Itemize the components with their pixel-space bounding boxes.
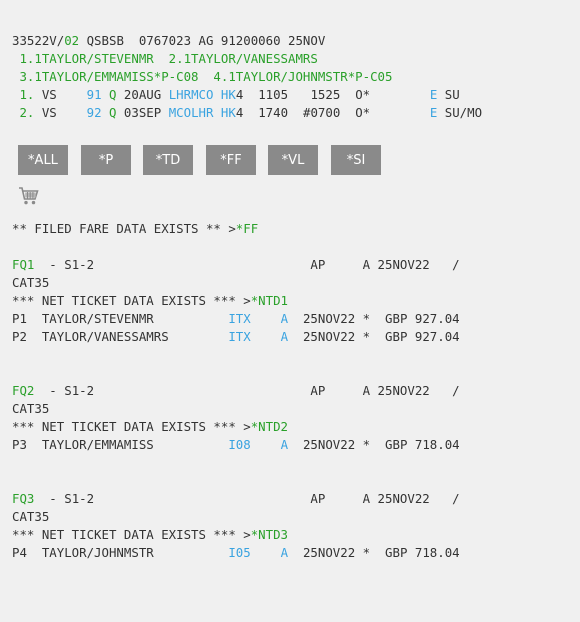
spacer [258, 545, 280, 560]
record-details: QSBSB 0767023 AG 91200060 25NOV [79, 33, 326, 48]
fare-amount: 25NOV22 * GBP 927.04 [288, 329, 460, 344]
fare-quote-header: FQ1 - S1-2 AP A 25NOV22 / [12, 256, 460, 274]
ff-button[interactable]: *FF [206, 145, 256, 175]
net-ticket-notice: *** NET TICKET DATA EXISTS *** >*NTD3 [12, 526, 288, 544]
segment-airline: VS [34, 87, 72, 102]
fare-category: CAT35 [12, 509, 50, 524]
spacer [258, 329, 280, 344]
segment-flight[interactable]: 92 [71, 105, 102, 120]
fare-amount: 25NOV22 * GBP 718.04 [288, 545, 460, 560]
spacer [258, 311, 280, 326]
filed-fare-notice: ** FILED FARE DATA EXISTS ** >*FF [12, 220, 258, 238]
fare-passenger: P4 TAYLOR/JOHNMSTR [12, 545, 229, 560]
fare-type[interactable]: A [280, 545, 289, 560]
record-locator: 33522V/ [12, 33, 65, 48]
segment-eticket[interactable]: E [429, 105, 438, 120]
fare-code[interactable]: ITX [228, 311, 259, 326]
segment-status[interactable]: HK [213, 105, 236, 120]
segment-times: 4 1105 1525 O* [235, 87, 430, 102]
fare-quote-details: - S1-2 AP A 25NOV22 / [34, 257, 460, 272]
shopping-cart-icon[interactable] [18, 185, 40, 207]
segment-days: SU [437, 87, 460, 102]
net-ticket-notice: *** NET TICKET DATA EXISTS *** >*NTD2 [12, 418, 288, 436]
fare-quote-id[interactable]: FQ3 [12, 491, 35, 506]
si-button[interactable]: *SI [331, 145, 381, 175]
segment-line: 1. VS 91 Q 20AUG LHRMCO HK4 1105 1525 O*… [12, 86, 460, 104]
fare-quote-details: - S1-2 AP A 25NOV22 / [34, 491, 460, 506]
record-header: 33522V/02 QSBSB 0767023 AG 91200060 25NO… [12, 32, 325, 50]
fare-type[interactable]: A [280, 437, 289, 452]
all-button[interactable]: *ALL [18, 145, 68, 175]
fare-code[interactable]: I08 [228, 437, 259, 452]
fare-type[interactable]: A [280, 311, 289, 326]
fare-category: CAT35 [12, 401, 50, 416]
net-ticket-link[interactable]: *NTD3 [250, 527, 289, 542]
fare-type[interactable]: A [280, 329, 289, 344]
segment-class[interactable]: Q [101, 87, 117, 102]
net-ticket-text: *** NET TICKET DATA EXISTS *** > [12, 419, 251, 434]
fare-quote-details: - S1-2 AP A 25NOV22 / [34, 383, 460, 398]
segment-route[interactable]: MCOLHR [168, 105, 214, 120]
segment-eticket[interactable]: E [429, 87, 438, 102]
segment-number[interactable]: 2. [12, 105, 35, 120]
passenger-line[interactable]: 1.1TAYLOR/STEVENMR 2.1TAYLOR/VANESSAMRS [12, 51, 318, 66]
fare-quote-id[interactable]: FQ1 [12, 257, 35, 272]
net-ticket-text: *** NET TICKET DATA EXISTS *** > [12, 293, 251, 308]
fare-passenger: P3 TAYLOR/EMMAMISS [12, 437, 229, 452]
fare-amount: 25NOV22 * GBP 927.04 [288, 311, 460, 326]
td-button[interactable]: *TD [143, 145, 193, 175]
passenger-line[interactable]: 3.1TAYLOR/EMMAMISS*P-C08 4.1TAYLOR/JOHNM… [12, 69, 393, 84]
fare-code[interactable]: I05 [228, 545, 259, 560]
vl-button[interactable]: *VL [268, 145, 318, 175]
fare-passenger-row: P2 TAYLOR/VANESSAMRS ITX A 25NOV22 * GBP… [12, 328, 460, 346]
fare-quote-id[interactable]: FQ2 [12, 383, 35, 398]
segment-times: 4 1740 #0700 O* [235, 105, 430, 120]
segment-line: 2. VS 92 Q 03SEP MCOLHR HK4 1740 #0700 O… [12, 104, 482, 122]
fare-quote-header: FQ3 - S1-2 AP A 25NOV22 / [12, 490, 460, 508]
fare-passenger: P2 TAYLOR/VANESSAMRS [12, 329, 229, 344]
filed-fare-text: ** FILED FARE DATA EXISTS ** > [12, 221, 236, 236]
fare-passenger-row: P1 TAYLOR/STEVENMR ITX A 25NOV22 * GBP 9… [12, 310, 460, 328]
fare-quote-header: FQ2 - S1-2 AP A 25NOV22 / [12, 382, 460, 400]
fare-passenger: P1 TAYLOR/STEVENMR [12, 311, 229, 326]
segment-airline: VS [34, 105, 72, 120]
p-button[interactable]: *P [81, 145, 131, 175]
record-version: 02 [64, 33, 80, 48]
segment-date: 03SEP [116, 105, 169, 120]
segment-date: 20AUG [116, 87, 169, 102]
filed-fare-link[interactable]: *FF [235, 221, 259, 236]
segment-number[interactable]: 1. [12, 87, 35, 102]
fare-category: CAT35 [12, 275, 50, 290]
fare-amount: 25NOV22 * GBP 718.04 [288, 437, 460, 452]
segment-route[interactable]: LHRMCO [168, 87, 214, 102]
net-ticket-notice: *** NET TICKET DATA EXISTS *** >*NTD1 [12, 292, 288, 310]
fare-passenger-row: P4 TAYLOR/JOHNMSTR I05 A 25NOV22 * GBP 7… [12, 544, 460, 562]
segment-status[interactable]: HK [213, 87, 236, 102]
segment-class[interactable]: Q [101, 105, 117, 120]
net-ticket-link[interactable]: *NTD1 [250, 293, 289, 308]
fare-code[interactable]: ITX [228, 329, 259, 344]
net-ticket-text: *** NET TICKET DATA EXISTS *** > [12, 527, 251, 542]
spacer [258, 437, 280, 452]
net-ticket-link[interactable]: *NTD2 [250, 419, 289, 434]
fare-passenger-row: P3 TAYLOR/EMMAMISS I08 A 25NOV22 * GBP 7… [12, 436, 460, 454]
segment-days: SU/MO [437, 105, 483, 120]
segment-flight[interactable]: 91 [71, 87, 102, 102]
